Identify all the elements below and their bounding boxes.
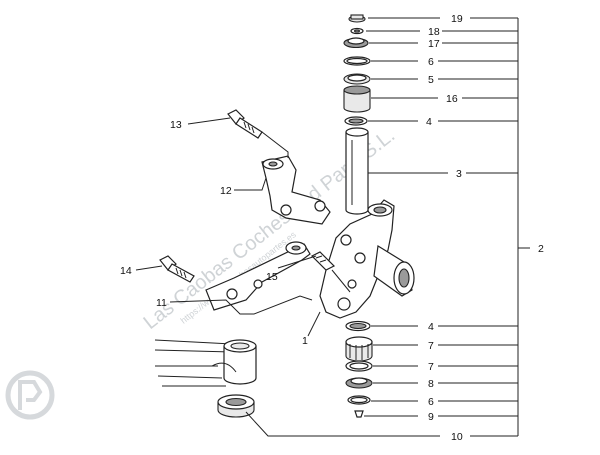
part-18-nut: [350, 27, 364, 35]
part-9-grease-nipple: [354, 410, 364, 418]
callout-15: 15: [266, 271, 278, 283]
callout-1: 1: [302, 335, 308, 347]
callout-9: 9: [428, 411, 434, 423]
part-15-stud: [310, 251, 336, 271]
inset-detail: [154, 339, 257, 387]
callout-6-lower: 6: [428, 396, 434, 408]
watermark-logo: [5, 370, 55, 420]
callout-11: 11: [156, 297, 167, 309]
part-6-ring: [343, 56, 371, 66]
part-7-bearing-lower: [345, 360, 373, 372]
part-14-bolt: [159, 255, 195, 283]
part-7-bearing-upper: [345, 336, 373, 362]
part-8-seal: [345, 377, 373, 389]
callout-10: 10: [451, 431, 463, 443]
part-13-bolt: [227, 109, 263, 139]
part-6-lower-ring: [347, 395, 371, 405]
callout-16: 16: [446, 93, 458, 105]
callout-18: 18: [428, 26, 440, 38]
part-3-kingpin: [345, 127, 369, 215]
callout-6-upper: 6: [428, 56, 434, 68]
part-4-ring: [344, 116, 368, 126]
leader-lines: [135, 17, 518, 437]
callout-3: 3: [456, 168, 462, 180]
part-16-bushing: [343, 85, 371, 113]
part-17-cap: [343, 37, 369, 49]
part-19-dust-cap: [348, 14, 366, 23]
part-5-ring: [343, 73, 371, 85]
callout-19: 19: [451, 13, 463, 25]
callout-8: 8: [428, 378, 434, 390]
part-1-steering-knuckle: [319, 199, 415, 319]
callout-7-upper: 7: [428, 340, 434, 352]
callout-14: 14: [120, 265, 132, 277]
part-10-bush: [217, 394, 255, 418]
part-11-track-arm: [205, 241, 311, 311]
group-bracket: [517, 18, 530, 436]
callout-7-lower: 7: [428, 361, 434, 373]
callout-4-lower: 4: [428, 321, 434, 333]
callout-2: 2: [538, 243, 544, 255]
callout-12: 12: [220, 185, 232, 197]
callout-5: 5: [428, 74, 434, 86]
part-4-lower-ring: [345, 320, 371, 332]
callout-labels: 19 18 17 6 5 16 4 3 2 4 7 7 8 6 9 10 13 …: [120, 13, 544, 443]
callout-13: 13: [170, 119, 182, 131]
callout-4-upper: 4: [426, 116, 432, 128]
callout-17: 17: [428, 38, 440, 50]
part-12-steering-arm: [261, 155, 331, 225]
